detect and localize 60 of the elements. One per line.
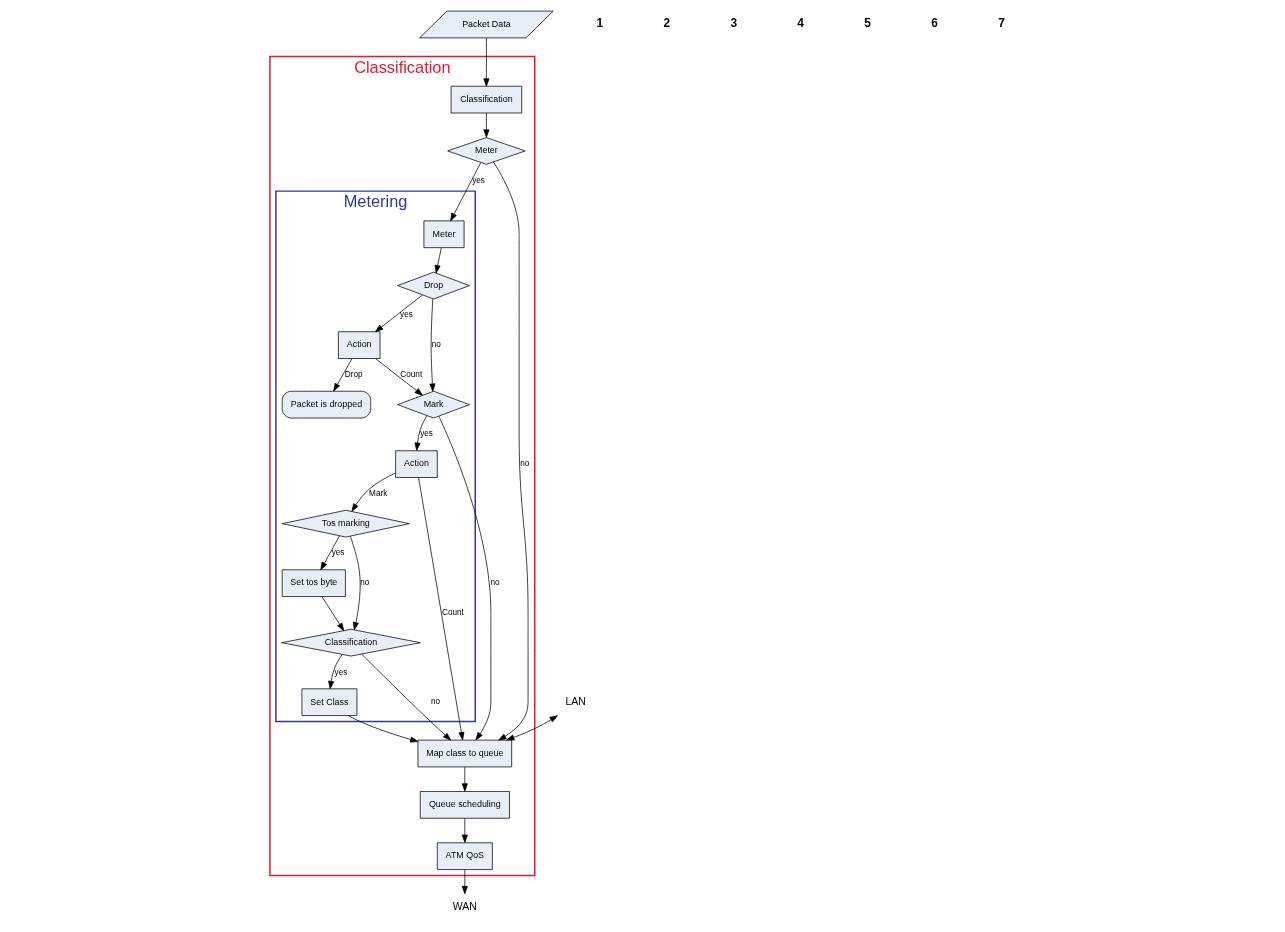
node-text: LAN xyxy=(565,695,586,707)
edge-label: no xyxy=(431,340,441,350)
arrow xyxy=(482,112,489,138)
arrow xyxy=(319,535,340,571)
arrow xyxy=(492,161,528,741)
edge-label: Drop xyxy=(344,369,362,379)
node-diamond: Tos marking xyxy=(281,509,410,538)
arrow xyxy=(414,415,427,451)
arrow xyxy=(332,358,352,392)
arrow xyxy=(417,477,464,741)
arrow xyxy=(461,766,468,792)
node-box: Action xyxy=(394,450,438,478)
node-box: Meter xyxy=(423,220,464,249)
arrow xyxy=(449,162,481,222)
arrow xyxy=(438,415,491,741)
edge-label: Count xyxy=(399,369,422,379)
edge-label: yes xyxy=(419,429,433,439)
edge-label: yes xyxy=(399,310,413,320)
node-box: Set Class xyxy=(301,688,357,716)
arrow xyxy=(374,294,423,333)
edge-label: yes xyxy=(331,548,344,558)
arrow xyxy=(327,654,342,690)
arrow xyxy=(434,247,442,274)
arrow xyxy=(505,715,558,741)
node-diamond: Meter xyxy=(446,137,526,165)
edge-label: no xyxy=(519,459,529,469)
node-box: Packet is dropped xyxy=(281,390,371,419)
arrow xyxy=(360,653,451,741)
label: 7 xyxy=(997,15,1005,30)
node-box: Map class to queue xyxy=(417,739,512,768)
edge-label: Count xyxy=(441,608,464,618)
arrow xyxy=(461,869,468,895)
edge-label: no xyxy=(359,578,369,588)
edge-label: yes xyxy=(334,667,347,677)
edge-label: no xyxy=(489,578,500,588)
label: 5 xyxy=(863,15,871,30)
arrow xyxy=(482,37,489,87)
label: 2 xyxy=(662,15,670,30)
edge-label: yes xyxy=(471,175,485,185)
node-box: Set tos byte xyxy=(281,569,346,597)
label: 6 xyxy=(930,15,938,30)
label: 1 xyxy=(596,15,603,30)
edge-label: Mark xyxy=(368,488,387,498)
arrow xyxy=(349,535,361,631)
node-box: ATM QoS xyxy=(436,842,493,870)
label: 3 xyxy=(729,15,737,30)
arrow xyxy=(428,298,435,392)
arrow xyxy=(321,596,344,632)
edge-label: no xyxy=(430,697,440,707)
node-box: Action xyxy=(337,331,380,359)
arrow xyxy=(347,715,418,743)
node-text: WAN xyxy=(452,901,477,913)
arrow xyxy=(351,472,396,512)
arrow xyxy=(374,358,423,396)
node-box: Classification xyxy=(450,85,522,114)
node-box: Queue scheduling xyxy=(419,791,510,819)
node-diamond: Drop xyxy=(396,271,470,300)
node-diamond: Classification xyxy=(280,628,421,657)
arrow xyxy=(461,818,468,843)
label: 4 xyxy=(796,15,804,30)
